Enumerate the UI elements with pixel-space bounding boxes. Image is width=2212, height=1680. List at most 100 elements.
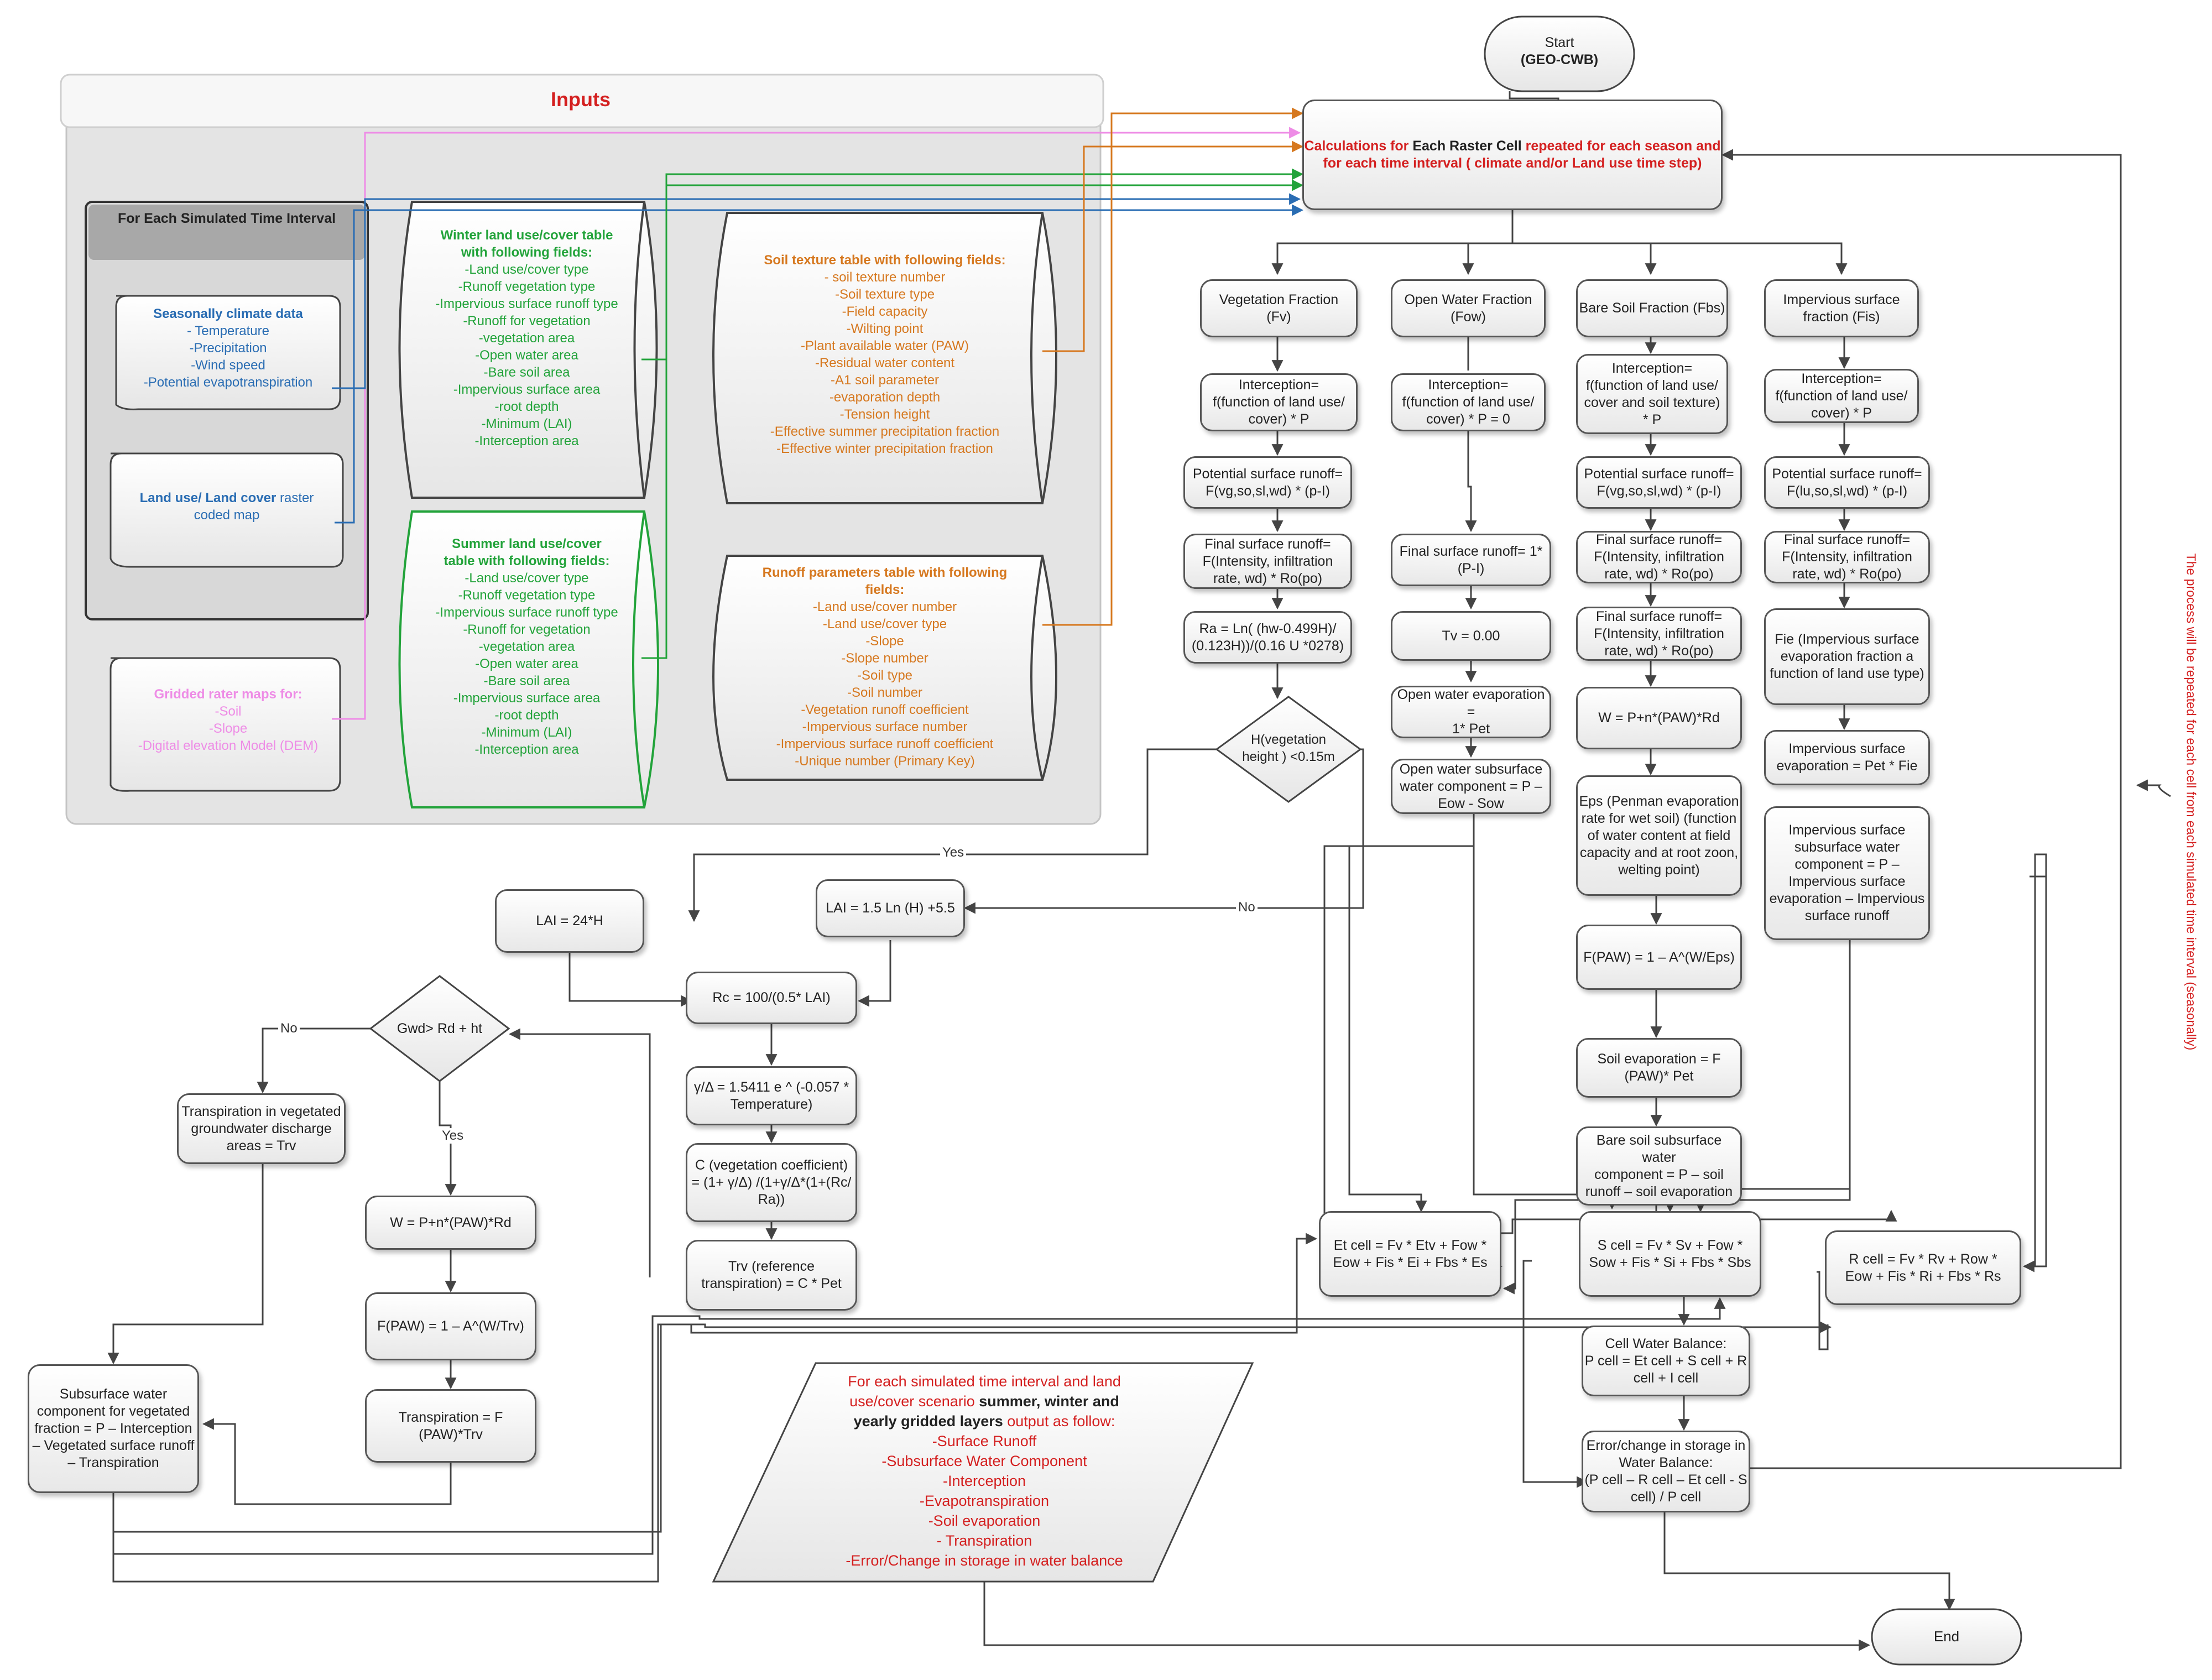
groundwater-decision-text: Gwd> Rd + ht [376,1020,503,1037]
gridded-item: -Slope [208,721,248,736]
summer-field: -Impervious surface area [453,691,601,706]
climate-data-shape [115,295,341,410]
text-line: Final surface runoff= [1595,608,1723,624]
summer-field: -Bare soil area [483,674,570,688]
runoff-title: Runoff parameters table with following f… [762,565,1008,597]
bare-final-runoff-box: Final surface runoff=F(Intensity, infilt… [1576,531,1742,583]
output-shape [712,1362,1254,1583]
text-line: Water Balance: [1619,1455,1713,1470]
summer-field: -Runoff for vegetation [463,622,591,637]
soil-field: -Wilting point [846,321,924,336]
runoff-field: -Slope number [841,651,928,666]
text-line: Eow - Sow [1438,795,1504,811]
text-line: Interception= [1611,360,1693,376]
lai-low-box: LAI = 24*H [495,889,644,953]
yes-label: Yes [440,1128,466,1144]
runoff-field: -Slope [865,634,904,649]
yes-label: Yes [940,845,967,860]
text-line: Tv = 0.00 [1442,628,1500,644]
text-line: R cell = Fv * Rv + Row * [1849,1251,1997,1267]
text-line: surface runoff [1804,908,1890,924]
text-line: component for vegetated [36,1404,190,1419]
text-line: W = P+n*(PAW)*Rd [1598,710,1720,726]
soil-field: -Tension height [839,407,930,422]
text-line: water component = P – [1400,778,1542,794]
summer-table-text: Summer land use/cover table with followi… [398,535,655,758]
text-line: groundwater discharge [191,1120,332,1136]
text-line: height ) <0.15m [1242,749,1335,764]
winter-field: -Impervious surface area [453,382,601,397]
inputs-title: Inputs [551,88,611,111]
text-line: Final surface runoff= [1204,536,1331,552]
text-line: C (vegetation coefficient) [695,1157,848,1173]
text-line: rate, wd) * Ro(po) [1792,566,1902,582]
text-line: Open water evaporation = [1397,687,1545,719]
time-interval-header [88,205,365,260]
text-line: cover and soil texture) [1584,394,1720,410]
start-sublabel: (GEO-CWB) [1520,52,1599,67]
winter-field: -root depth [494,399,559,414]
text-line: runoff – soil evaporation [1585,1183,1733,1199]
winter-field: -Impervious surface runoff type [435,296,618,311]
text-line: component = P – soil [1594,1166,1724,1182]
text-line: Bare soil subsurface water [1596,1132,1722,1165]
gridded-maps-text: Gridded rater maps for: -Soil -Slope -Di… [119,686,337,754]
start-shape [1484,15,1635,92]
summer-field: -Minimum (LAI) [481,725,572,740]
text-line: Eow + Fis * Ri + Fbs * Rs [1845,1268,2001,1284]
output-text: For each simulated time interval and lan… [796,1371,1172,1571]
text-line: subsurface water [1794,839,1900,855]
c-coefficient-box: C (vegetation coefficient)= (1+ γ/Δ) /(1… [686,1143,857,1222]
bare-w-box: W = P+n*(PAW)*Rd [1576,687,1742,749]
text-line: Open Water Fraction [1404,291,1532,307]
gridded-item: -Digital elevation Model (DEM) [138,738,319,753]
s-cell-box: S cell = Fv * Sv + Fow *Sow + Fis * Si +… [1579,1211,1761,1297]
text-line: cell) / P cell [1630,1489,1702,1505]
text-line: rate, wd) * Ro(po) [1604,643,1714,659]
winter-field: -Bare soil area [483,365,570,380]
start-label: Start [1545,35,1574,50]
soil-field: -A1 soil parameter [830,373,940,388]
text-line: f(function of land use/ [1775,388,1908,404]
text-line: (Fow) [1451,309,1486,325]
text-line: Gwd> Rd + ht [397,1021,483,1036]
calc-line2: for each time interval ( climate and/or … [1323,155,1702,171]
text-line: Impervious surface [1788,741,1906,756]
output-item: -Subsurface Water Component [881,1453,1087,1469]
text-line: Potential surface runoff= [1772,466,1922,482]
runoff-field: -Land use/cover number [812,599,957,614]
veg-potential-runoff-box: Potential surface runoff=F(vg,so,sl,wd) … [1183,456,1352,509]
text-line: Impervious surface [1788,874,1906,889]
text-line: W = P+n*(PAW)*Rd [390,1214,512,1230]
cell-balance-box: Cell Water Balance:P cell = Et cell + S … [1582,1326,1750,1396]
text-line: (P cell – R cell – Et cell - S [1584,1472,1747,1488]
text-line: Transpiration in vegetated [181,1103,341,1119]
summer-field: -Interception area [474,742,579,757]
text-line: Error/change in storage in [1586,1438,1746,1453]
text-line: Rc = 100/(0.5* LAI) [712,990,831,1005]
text-line: Sow + Fis * Si + Fbs * Sbs [1589,1254,1751,1270]
text-line: Potential surface runoff= [1192,466,1343,482]
text-line: Bare Soil Fraction (Fbs) [1579,300,1725,316]
text-line: F(vg,so,sl,wd) * (p-I) [1597,483,1721,499]
calc-text: Calculations for Each Raster Cell repeat… [1304,138,1720,172]
text-line: rate for wet soil) (function [1581,810,1737,826]
text-line: Eps (Penman evaporation [1579,793,1739,809]
summer-title: Summer land use/cover table with followi… [444,536,610,568]
veg-final-runoff-box: Final surface runoff=F(Intensity, infilt… [1183,534,1352,589]
imp-potential-runoff-box: Potential surface runoff=F(lu,so,sl,wd) … [1764,456,1930,509]
imp-final-runoff-box: Final surface runoff=F(Intensity, infilt… [1764,531,1930,583]
summer-field: -Open water area [475,656,578,671]
output-item: -Surface Runoff [932,1433,1037,1449]
bare-soil-evap-box: Soil evaporation = F(PAW)* Pet [1576,1038,1742,1098]
text-line: (Fv) [1266,309,1291,325]
fpaw-trv-box: F(PAW) = 1 – A^(W/Trv) [365,1292,536,1360]
climate-data-title: Seasonally climate data [153,306,303,321]
text-line: rate, wd) * Ro(po) [1604,566,1714,582]
calc-part1: Calculations for [1304,138,1413,154]
lai-high-box: LAI = 1.5 Ln (H) +5.5 [816,879,965,937]
